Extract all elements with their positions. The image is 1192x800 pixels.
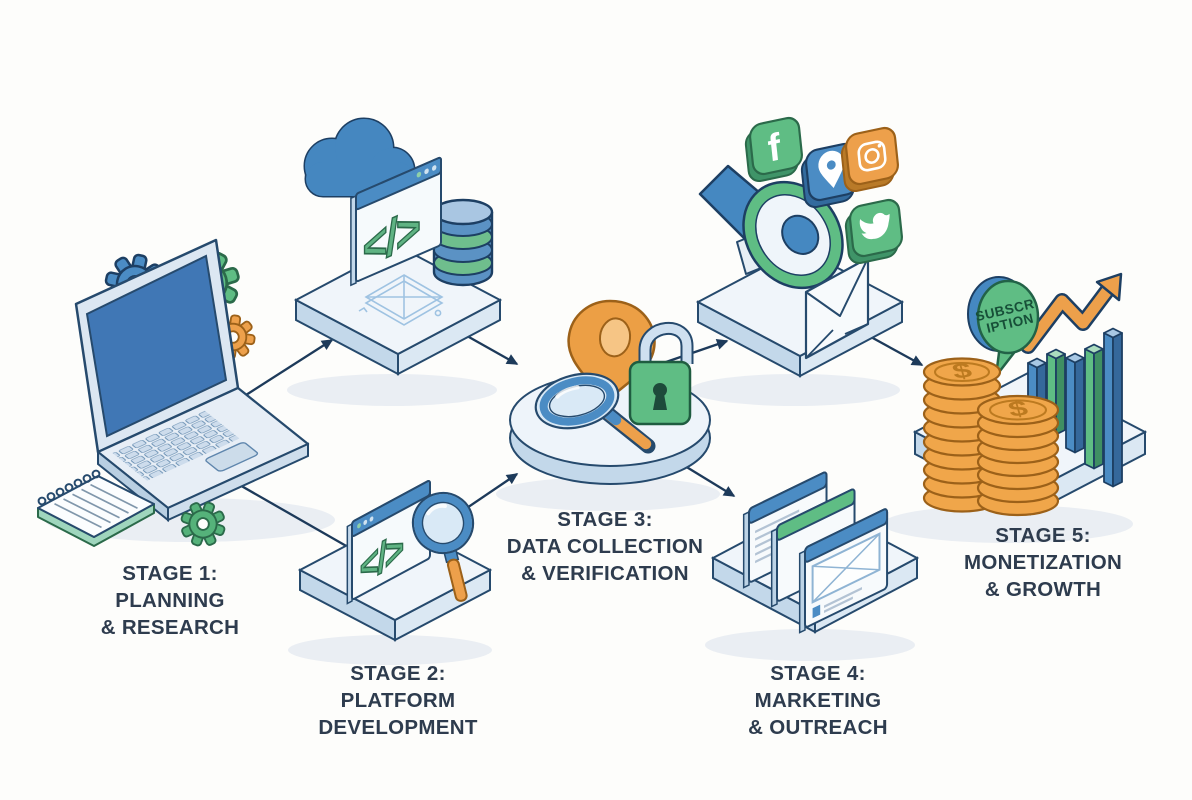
instagram-icon (840, 126, 899, 193)
stage-1-label-line-2: PLANNING (115, 589, 225, 612)
arrow-stage1-to-stage2-top (234, 339, 334, 403)
growth-arrow-icon (1020, 272, 1123, 354)
stage-1-label-line-3: & RESEARCH (100, 616, 240, 639)
notepad-icon (37, 469, 155, 547)
svg-text:f: f (766, 126, 783, 171)
browser-dot (357, 523, 361, 529)
browser-window-icon: </> (347, 480, 430, 604)
stage-2-label-line-2: PLATFORM (340, 689, 456, 712)
stage-2-label: STAGE 2: PLATFORM DEVELOPMENT (268, 660, 528, 741)
stage-2-lower-group: </> (297, 480, 493, 642)
stage-5-label-line-2: MONETIZATION (963, 551, 1123, 574)
stage-5-group: SUBSCR IPTION $ $ (912, 272, 1148, 517)
stage-2-label-line-3: DEVELOPMENT (318, 716, 478, 739)
twitter-icon (844, 198, 903, 265)
stage-5-label-line-1: STAGE 5: (995, 524, 1091, 547)
stage-1-label: STAGE 1: PLANNING & RESEARCH (40, 560, 300, 641)
browser-dot (424, 168, 429, 175)
padlock-icon (628, 322, 694, 426)
notepad-lines (54, 483, 138, 529)
stage-2-label-line-1: STAGE 2: (350, 662, 446, 685)
keyboard-keys (111, 410, 240, 481)
database-icon (432, 198, 494, 287)
wireframe-icon (358, 274, 444, 326)
envelope-icon (804, 256, 870, 360)
stage-4-label: STAGE 4: MARKETING & OUTREACH (688, 660, 948, 741)
notepad-spiral (37, 469, 101, 506)
browser-dot (363, 519, 368, 525)
stage-3-label-line-2: DATA COLLECTION (506, 535, 704, 558)
browser-dot (369, 516, 374, 522)
stage-3-label-line-3: & VERIFICATION (521, 562, 689, 585)
stage-4-lower-group (710, 471, 920, 634)
bar-chart-icon (1027, 327, 1123, 488)
stage-1-label-line-1: STAGE 1: (122, 562, 218, 585)
subscription-bubble-icon: SUBSCR IPTION (967, 276, 1040, 378)
line-stage1-to-stage2-bottom (223, 475, 349, 548)
stage-3-label: STAGE 3: DATA COLLECTION & VERIFICATION (475, 506, 735, 587)
stage-3-group (509, 299, 711, 485)
stage-4-label-line-1: STAGE 4: (770, 662, 866, 685)
magnifier-icon (534, 372, 656, 454)
stage-3-label-line-1: STAGE 3: (557, 508, 653, 531)
stage-2-upper-group: </> (293, 117, 503, 376)
stage-4-label-line-2: MARKETING (754, 689, 882, 712)
browser-dot (416, 171, 422, 178)
web-pages-icon (744, 471, 887, 632)
magnifier-icon (411, 491, 475, 602)
stage-1-group (37, 238, 310, 554)
stage-5-label: STAGE 5: MONETIZATION & GROWTH (913, 522, 1173, 603)
arrow-stage3-to-stage4-top (665, 339, 729, 364)
stage-4-upper-group: f (695, 116, 905, 378)
stage-5-label-line-3: & GROWTH (984, 578, 1102, 601)
browser-dot (431, 165, 437, 171)
coins-icon: $ $ (922, 357, 1060, 517)
stage-4-label-line-3: & OUTREACH (748, 716, 888, 739)
browser-window-icon: </> (351, 157, 441, 285)
arrow-stage2-top-to-stage3 (459, 330, 519, 366)
trackpad (204, 442, 259, 472)
facebook-icon: f (744, 116, 803, 183)
